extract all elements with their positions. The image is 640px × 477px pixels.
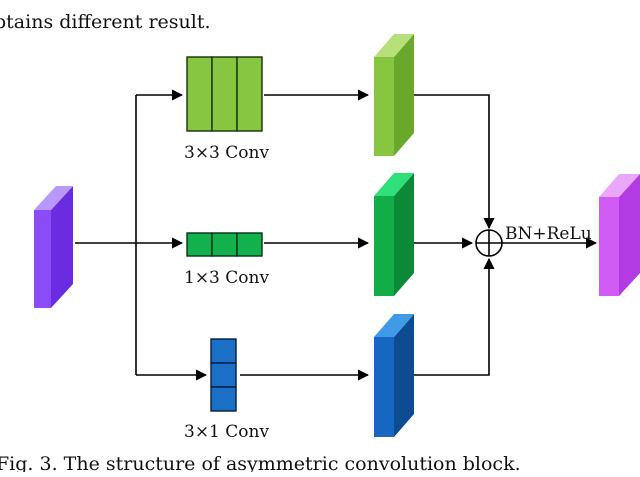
label-3x1-conv: 3×1 Conv	[184, 422, 269, 442]
output-feature-block	[599, 174, 640, 296]
top-text: btains different result.	[0, 11, 211, 33]
kernel-3x3	[186, 56, 263, 132]
figure-caption: Fig. 3. The structure of asymmetric conv…	[0, 453, 521, 472]
input-feature-block	[34, 186, 73, 308]
kernel-3x1	[210, 338, 237, 412]
sum-node	[475, 229, 503, 257]
label-1x3-conv: 1×3 Conv	[184, 268, 269, 288]
kernel-1x3	[186, 232, 263, 257]
feature-block-1x3	[374, 173, 414, 296]
feature-block-3x3	[374, 34, 414, 156]
bn-relu-label: BN+ReLu	[505, 224, 592, 244]
feature-block-3x1	[374, 314, 414, 437]
connection-lines	[75, 89, 598, 381]
label-3x3-conv: 3×3 Conv	[184, 143, 269, 163]
